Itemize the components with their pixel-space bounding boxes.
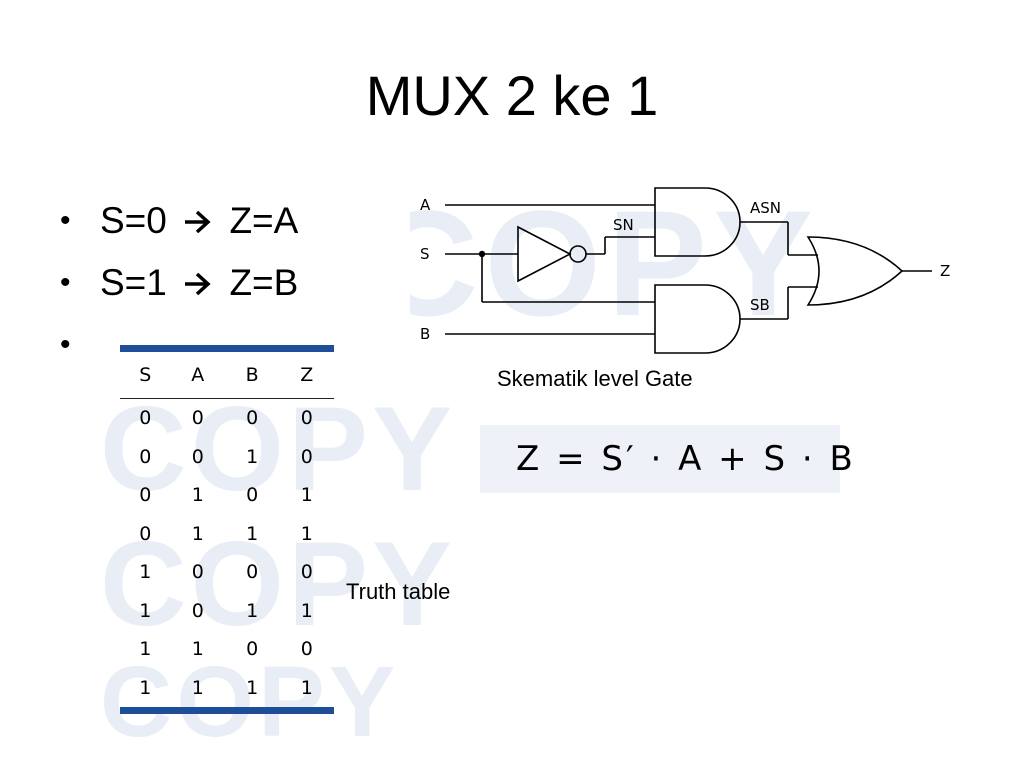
- table-row: 1 0 0 0: [120, 553, 334, 592]
- input-label-a: A: [420, 196, 431, 214]
- table-cell: 1: [139, 638, 152, 661]
- table-row: 0 0 0 0: [120, 399, 334, 438]
- output-label-z: Z: [940, 262, 950, 280]
- table-cell: 1: [246, 522, 259, 545]
- bullet-result: Z=A: [229, 200, 299, 241]
- table-cell: 0: [139, 407, 152, 430]
- table-cell: 0: [246, 638, 259, 661]
- bullet-condition: S=0: [100, 200, 167, 241]
- table-cell: 0: [191, 407, 204, 430]
- table-row: 1 1 0 0: [120, 630, 334, 669]
- arrow-right-icon: [185, 210, 211, 234]
- input-label-b: B: [420, 325, 430, 343]
- schematic-caption: Skematik level Gate: [497, 366, 693, 391]
- signal-label-asn: ASN: [750, 199, 781, 217]
- table-cell: 1: [191, 484, 204, 507]
- table-cell: 1: [300, 599, 313, 622]
- table-cell: 1: [170, 668, 225, 714]
- bullet-list: • S=0 Z=A • S=1 Z=B •: [60, 190, 298, 376]
- table-cell: 0: [191, 561, 204, 584]
- table-cell: 0: [191, 445, 204, 468]
- table-row: 0 0 1 0: [120, 438, 334, 477]
- column-header: S: [120, 345, 171, 399]
- bullet-dot: •: [60, 266, 71, 299]
- column-header: Z: [279, 345, 334, 399]
- input-label-s: S: [420, 245, 430, 263]
- table-cell: 0: [300, 638, 313, 661]
- column-header: A: [170, 345, 225, 399]
- table-cell: 1: [246, 599, 259, 622]
- table-cell: 0: [300, 445, 313, 468]
- truth-table-label: Truth table: [346, 579, 451, 604]
- table-cell: 0: [246, 484, 259, 507]
- junction-dot: [478, 250, 486, 258]
- bullet-result: Z=B: [229, 262, 299, 303]
- table-cell: 1: [224, 668, 280, 714]
- equation-text: Z = S′ · A + S · B: [516, 439, 856, 479]
- slide-title: MUX 2 ke 1: [365, 64, 659, 127]
- table-cell: 0: [246, 407, 259, 430]
- bullet-dot: •: [60, 204, 71, 237]
- signal-label-sb: SB: [750, 296, 770, 314]
- gate-schematic: COPY A S B: [410, 180, 950, 354]
- table-cell: 0: [139, 522, 152, 545]
- table-row: 0 1 0 1: [120, 476, 334, 515]
- table-cell: 0: [139, 445, 152, 468]
- equation-watermark-band: [480, 425, 840, 493]
- table-header-row: S A B Z: [120, 345, 334, 399]
- arrow-right-icon: [185, 272, 211, 296]
- table-cell: 1: [246, 445, 259, 468]
- bullet-item: • S=1 Z=B: [60, 252, 298, 314]
- table-cell: 1: [139, 599, 152, 622]
- column-header: B: [224, 345, 280, 399]
- boolean-equation: Z = S′ · A + S · B: [480, 425, 853, 495]
- table-cell: 0: [300, 407, 313, 430]
- table-cell: 0: [300, 561, 313, 584]
- signal-label-sn: SN: [613, 216, 634, 234]
- table-row: 0 1 1 1: [120, 515, 334, 554]
- table-cell: 0: [139, 484, 152, 507]
- table-cell: 1: [120, 668, 171, 714]
- table-cell: 1: [139, 561, 152, 584]
- table-cell: 0: [246, 561, 259, 584]
- bullet-dot: •: [60, 328, 71, 361]
- bullet-item: • S=0 Z=A: [60, 190, 298, 252]
- table-cell: 1: [191, 638, 204, 661]
- table-cell: 1: [191, 522, 204, 545]
- bullet-condition: S=1: [100, 262, 167, 303]
- table-cell: 1: [300, 522, 313, 545]
- table-cell: 1: [279, 668, 334, 714]
- table-cell: 1: [300, 484, 313, 507]
- bullet-item: •: [60, 314, 298, 376]
- table-cell: 0: [191, 599, 204, 622]
- table-row: 1 0 1 1: [120, 592, 334, 631]
